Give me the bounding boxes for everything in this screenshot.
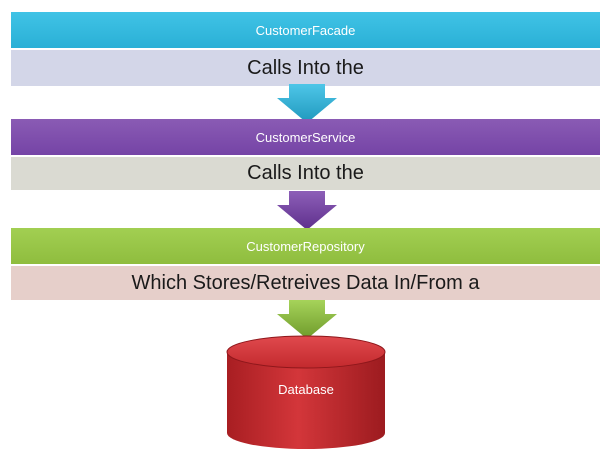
customer-facade-band: CustomerFacade [11, 12, 600, 48]
customer-repository-band: CustomerRepository [11, 228, 600, 264]
arrow-down-icon [277, 191, 337, 230]
database-label: Database [278, 382, 334, 397]
service-calls-into-band: Calls Into the [11, 157, 600, 190]
repository-stores-band: Which Stores/Retreives Data In/From a [11, 266, 600, 300]
customer-service-title: CustomerService [255, 129, 356, 145]
arrow-down-icon [277, 84, 337, 123]
customer-repository-title: CustomerRepository [246, 238, 365, 254]
facade-calls-into-text: Calls Into the [247, 56, 364, 79]
database-cylinder-icon [226, 335, 386, 449]
service-calls-into-text: Calls Into the [247, 162, 364, 184]
arrow-down-icon [277, 300, 337, 339]
customer-facade-title: CustomerFacade [255, 22, 356, 38]
customer-service-band: CustomerService [11, 119, 600, 155]
facade-calls-into-band: Calls Into the [11, 50, 600, 86]
repository-stores-text: Which Stores/Retreives Data In/From a [131, 271, 480, 294]
